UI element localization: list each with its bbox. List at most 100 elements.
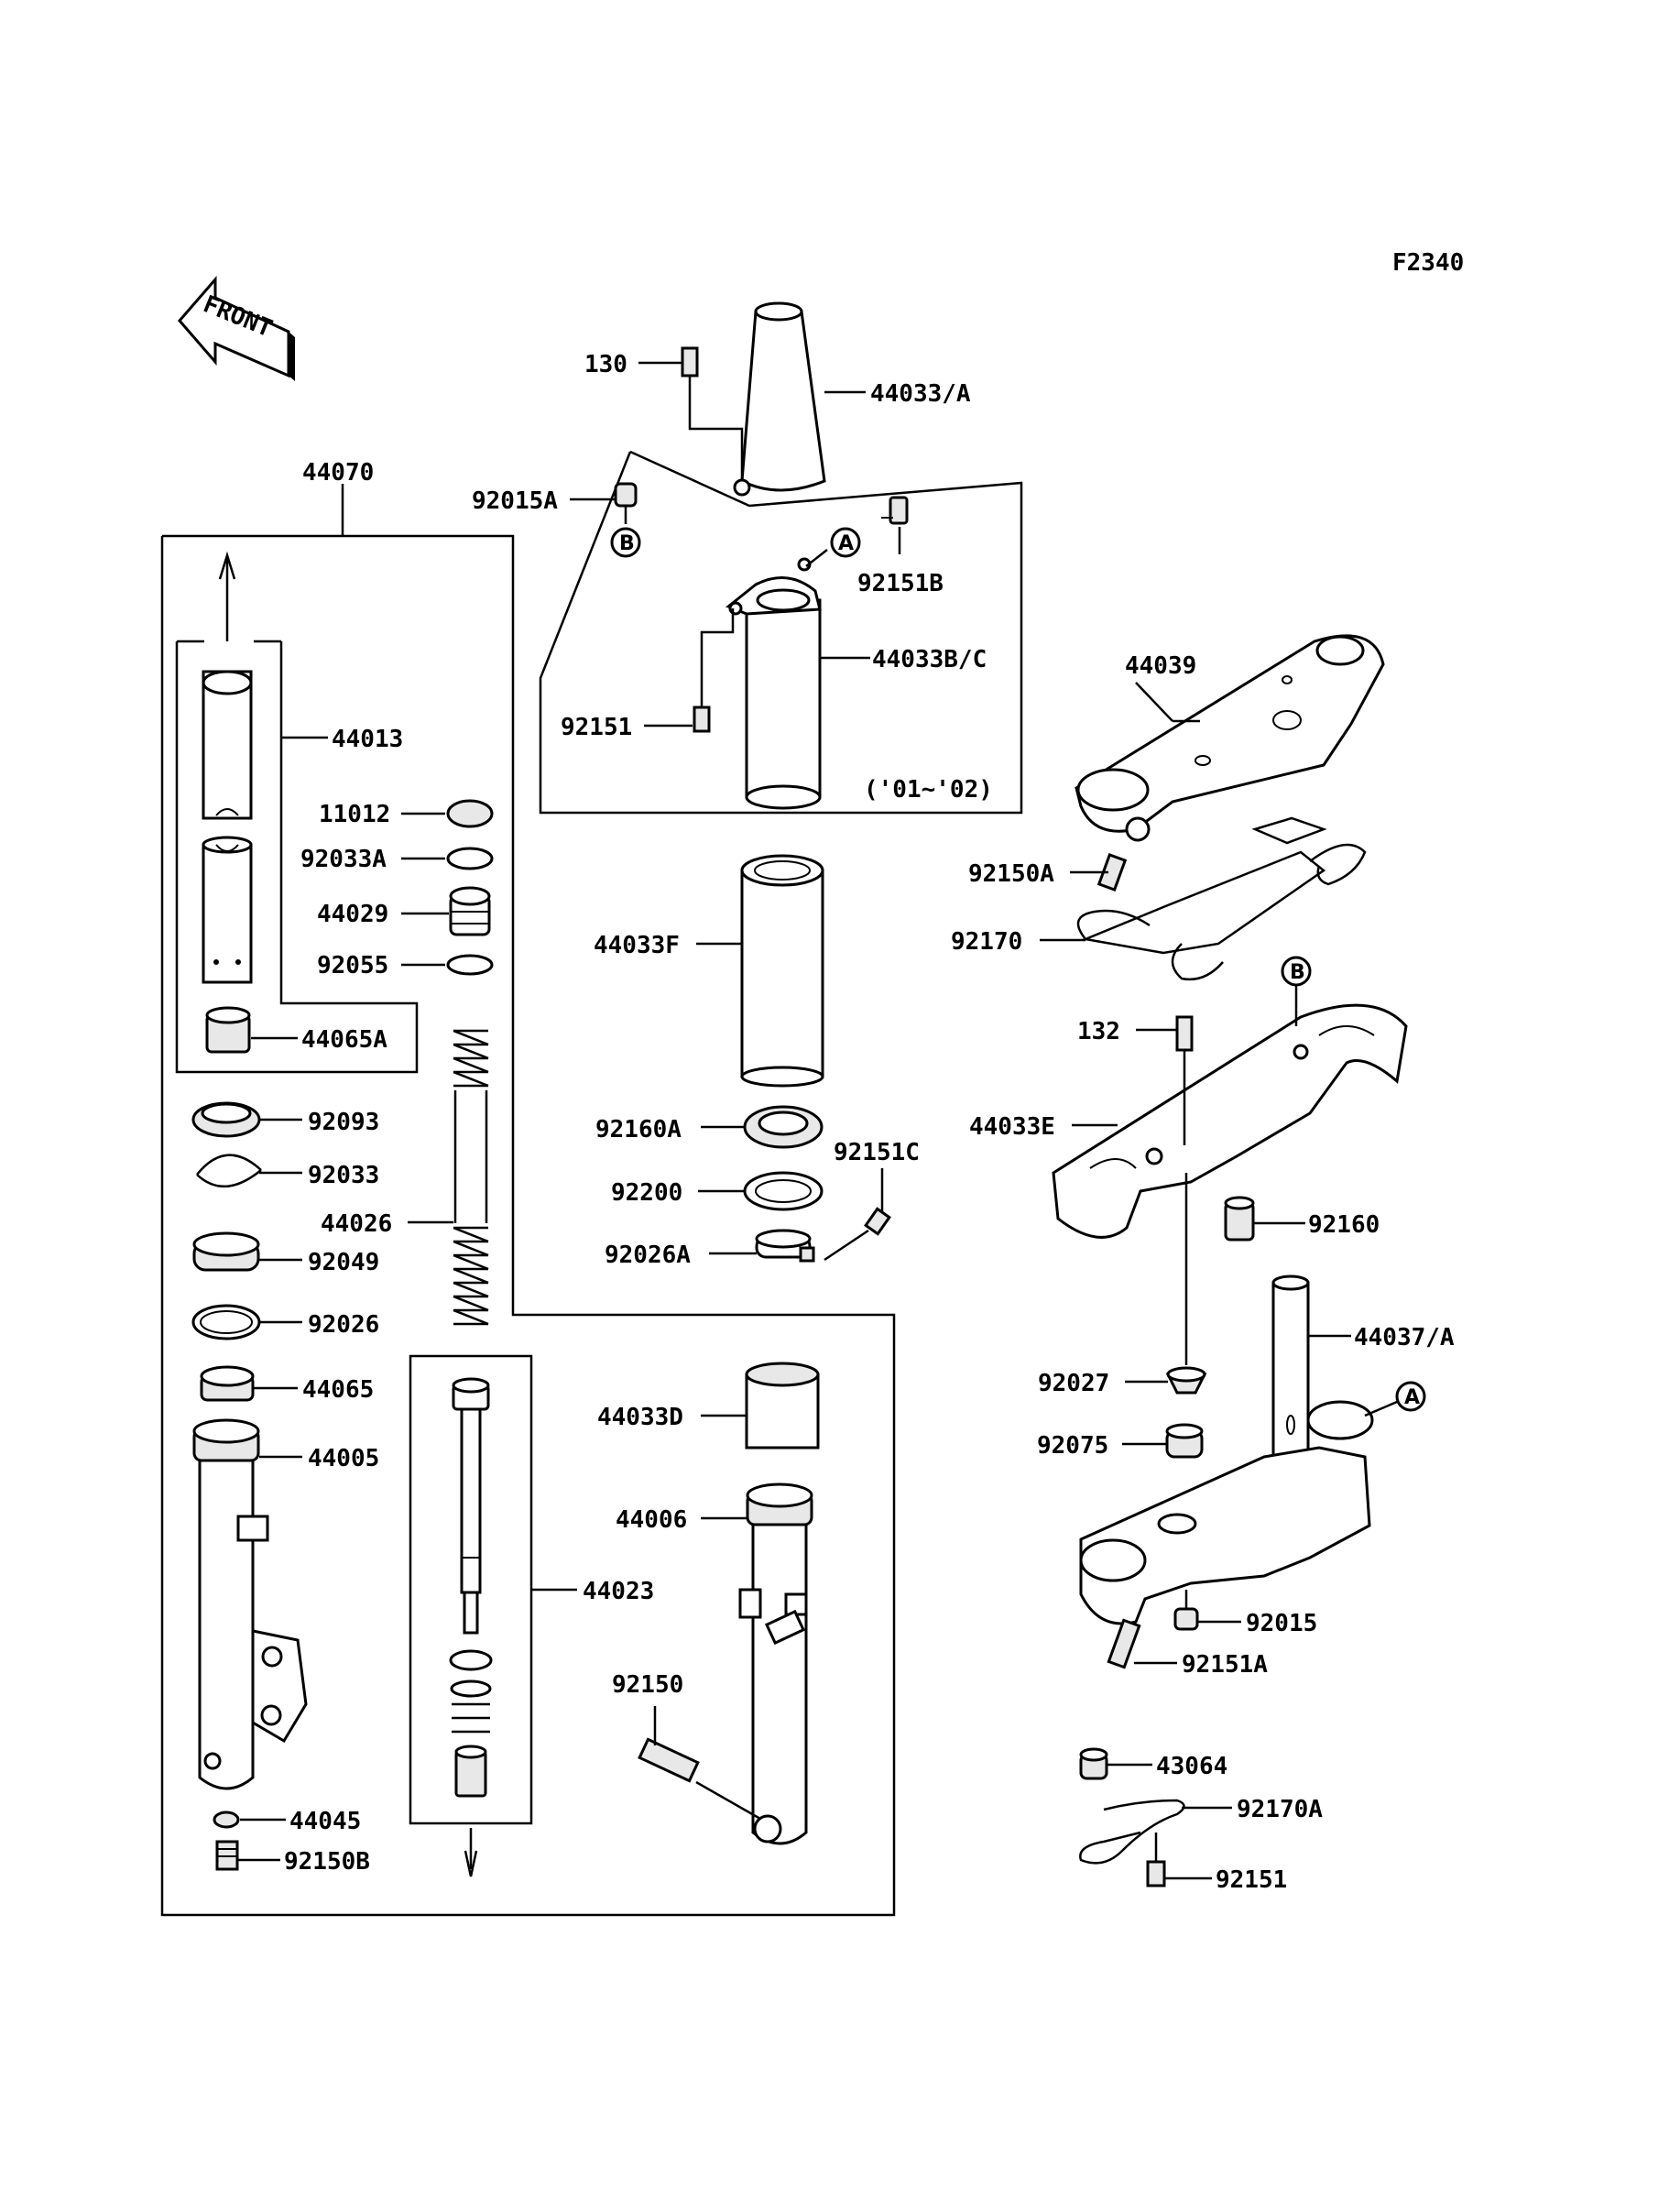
bracket-44033E: 44033E <box>969 1003 1408 1239</box>
label-44026: 44026 <box>321 1210 392 1238</box>
label-44013: 44013 <box>332 726 403 753</box>
label-44070: 44070 <box>302 459 374 487</box>
callout-a-1: A <box>838 532 854 555</box>
seal-92093: 92093 <box>191 1101 379 1138</box>
ring-92033A: 92033A <box>300 846 494 873</box>
bushing-44065A: 44065A <box>205 1006 387 1054</box>
label-92026: 92026 <box>308 1311 379 1339</box>
oring-92055: 92055 <box>317 952 494 979</box>
bolt-132: 132 <box>1077 1015 1194 1145</box>
label-92151: 92151 <box>561 714 632 741</box>
label-92015: 92015 <box>1246 1610 1317 1637</box>
label-130: 130 <box>584 351 627 378</box>
collar-44029: 44029 <box>317 886 491 936</box>
stem-44037A: 44037/A A <box>1079 1275 1455 1625</box>
label-44037A: 44037/A <box>1354 1324 1455 1351</box>
label-44045: 44045 <box>289 1808 361 1835</box>
label-92160A: 92160A <box>595 1116 682 1143</box>
label-44005: 44005 <box>308 1445 379 1472</box>
bushing-92027: 92027 <box>1038 1173 1207 1397</box>
label-44033D: 44033D <box>597 1404 683 1431</box>
label-44065: 44065 <box>302 1376 374 1404</box>
label-92055: 92055 <box>317 952 388 979</box>
label-44033F: 44033F <box>594 932 680 959</box>
damper-92160: 92160 <box>1224 1196 1380 1242</box>
cover-44033A: 44033/A <box>733 301 971 497</box>
label-92151C: 92151C <box>834 1139 920 1166</box>
label-92093: 92093 <box>308 1109 379 1136</box>
fork-box: 44070 <box>160 459 896 1917</box>
label-44033A: 44033/A <box>870 380 971 408</box>
bolt-92150: 92150 <box>612 1671 761 1821</box>
label-92015A: 92015A <box>472 487 558 515</box>
label-43064: 43064 <box>1156 1753 1227 1780</box>
grommet-92015: 92015 <box>1173 1590 1317 1637</box>
label-44033E: 44033E <box>969 1113 1055 1141</box>
wire-holder-92170: 92170 <box>951 816 1367 981</box>
bolt-92151A: 92151A <box>1107 1618 1268 1679</box>
front-arrow-icon: FRONT <box>178 275 295 381</box>
figure-code: F2340 <box>1392 249 1464 277</box>
label-92151B: 92151B <box>857 570 944 597</box>
damper-92075: 92075 <box>1037 1423 1204 1460</box>
washer-44045: 44045 <box>213 1808 361 1835</box>
label-92160: 92160 <box>1308 1211 1380 1239</box>
box-44033BC: ('01~'02) <box>539 450 1023 815</box>
label-92075: 92075 <box>1037 1432 1108 1460</box>
box-44023: 44023 <box>409 1354 654 1877</box>
grommet-92015A: 92015A B <box>472 482 641 558</box>
label-44039: 44039 <box>1125 652 1196 680</box>
bolt-92151B: 92151B A <box>805 496 944 597</box>
bolt-92150B: 92150B <box>215 1840 370 1876</box>
label-11012: 11012 <box>319 801 390 828</box>
label-44033BC: 44033B/C <box>872 646 987 673</box>
box-44013: 44013 <box>175 551 419 1074</box>
label-92033: 92033 <box>308 1162 379 1189</box>
label-132: 132 <box>1077 1018 1120 1045</box>
spring-44026: 44026 <box>321 1029 489 1326</box>
label-92151A: 92151A <box>1182 1651 1268 1679</box>
bolt-92151: 92151 <box>561 608 735 741</box>
label-92200: 92200 <box>611 1179 682 1207</box>
label-92150B: 92150B <box>284 1848 370 1876</box>
ring-92026: 92026 <box>191 1304 379 1340</box>
bracket-44039: 44039 <box>1075 634 1385 833</box>
washer-92160A: 92160A <box>595 1105 824 1149</box>
label-92170: 92170 <box>951 928 1022 956</box>
screw-92151-b: 92151 <box>1146 1832 1287 1894</box>
inner-tube-part <box>202 670 253 984</box>
year-note: ('01~'02) <box>864 776 993 804</box>
cover-44033D: 44033D <box>597 1362 820 1450</box>
cap-11012: 11012 <box>319 799 494 828</box>
bolt-130: 130 <box>584 346 744 481</box>
clip-92033: 92033 <box>196 1154 379 1189</box>
clamp-92170A: 92170A <box>1079 1796 1323 1865</box>
outer-tube-44005: 44005 <box>192 1418 379 1790</box>
label-92027: 92027 <box>1038 1370 1109 1397</box>
label-92033A: 92033A <box>300 846 387 873</box>
callout-b-1: B <box>619 532 635 555</box>
label-92049: 92049 <box>308 1249 379 1276</box>
callout-b-2-group: B <box>1281 956 1312 1026</box>
label-92026A: 92026A <box>605 1242 691 1269</box>
label-44065A: 44065A <box>301 1026 387 1054</box>
seal-92049: 92049 <box>192 1231 379 1276</box>
label-92150: 92150 <box>612 1671 683 1699</box>
bushing-44065: 44065 <box>200 1365 374 1404</box>
band-92026A: 92026A <box>605 1229 815 1269</box>
bolt-92150A: 92150A <box>968 816 1151 892</box>
label-92170A: 92170A <box>1237 1796 1323 1823</box>
cover-44033F: 44033F <box>594 854 824 1088</box>
outer-tube-44006: 44006 <box>616 1482 813 1845</box>
callout-a-2: A <box>1404 1386 1420 1409</box>
washer-92200: 92200 <box>611 1171 824 1211</box>
callout-b-2: B <box>1290 961 1305 984</box>
screw-92151C: 92151C <box>824 1139 920 1262</box>
label-44029: 44029 <box>317 901 388 928</box>
label-92150A: 92150A <box>968 860 1054 888</box>
label-92151-b: 92151 <box>1216 1866 1287 1894</box>
label-44023: 44023 <box>583 1578 654 1605</box>
label-44006: 44006 <box>616 1506 687 1534</box>
damper-43064: 43064 <box>1079 1747 1227 1780</box>
